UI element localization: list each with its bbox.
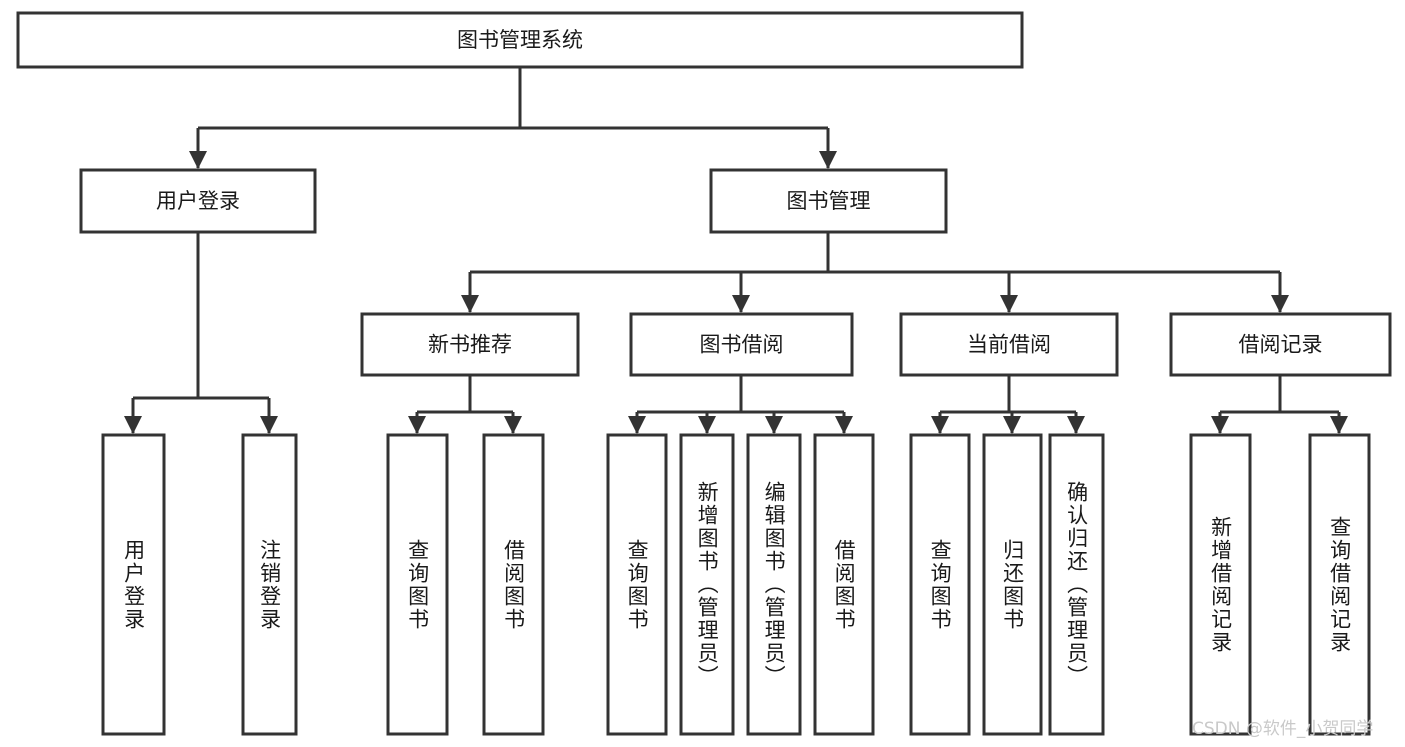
node-leaf-7-借阅图书[interactable] [813,433,875,736]
node-box [982,433,1043,736]
node-box [679,433,735,736]
node-level2-用户登录[interactable] [79,168,317,234]
node-leaf-8-查询图书[interactable] [909,433,971,736]
node-box [629,312,854,377]
node-leaf-9-归还图书[interactable] [982,433,1043,736]
node-label: 当前借阅 [967,333,1051,357]
node-box [101,433,166,736]
node-box [1169,312,1392,377]
node-level3-借阅记录[interactable] [1169,312,1392,377]
node-leaf-10-确认归还管理员[interactable] [1048,433,1105,736]
csdn-watermark: CSDN @软件_小贺同学 [1192,719,1374,739]
arrow-head-icon [260,416,278,434]
node-leaf-2-查询图书[interactable] [386,433,449,736]
node-label: 图书管理 [787,189,871,213]
arrow-head-icon [835,416,853,434]
node-box [1048,433,1105,736]
node-leaf-12-查询借阅记录[interactable] [1308,433,1371,736]
arrow-head-icon [504,416,522,434]
node-level3-新书推荐[interactable] [360,312,580,377]
node-box [241,433,298,736]
node-label: 借阅记录 [1239,333,1323,357]
node-box [899,312,1119,377]
arrow-head-icon [408,416,426,434]
node-leaf-6-编辑图书管理员[interactable] [746,433,802,736]
arrow-head-icon [1271,295,1289,313]
node-box [746,433,802,736]
arrow-head-icon [1330,416,1348,434]
arrow-head-icon [124,416,142,434]
node-box [482,433,545,736]
node-title-图书管理系统[interactable] [16,11,1024,69]
node-leaf-5-新增图书管理员[interactable] [679,433,735,736]
node-level3-图书借阅[interactable] [629,312,854,377]
node-box [386,433,449,736]
arrow-head-icon [628,416,646,434]
node-box [360,312,580,377]
node-leaf-0-用户登录[interactable] [101,433,166,736]
arrow-head-icon [1000,295,1018,313]
node-box [709,168,948,234]
node-box [1189,433,1252,736]
node-leaf-3-借阅图书[interactable] [482,433,545,736]
node-label: 新书推荐 [428,333,512,357]
node-leaf-1-注销登录[interactable] [241,433,298,736]
node-box [79,168,317,234]
node-box [606,433,668,736]
arrow-head-icon [931,416,949,434]
arrow-head-icon [189,151,207,169]
arrow-head-icon [461,295,479,313]
arrow-head-icon [1211,416,1229,434]
arrow-head-icon [1067,416,1085,434]
arrow-head-icon [765,416,783,434]
node-box [16,11,1024,69]
arrow-head-icon [819,151,837,169]
node-level2-图书管理[interactable] [709,168,948,234]
arrow-head-icon [732,295,750,313]
node-leaf-11-新增借阅记录[interactable] [1189,433,1252,736]
node-label: 图书借阅 [700,333,784,357]
arrow-head-icon [1003,416,1021,434]
node-box [813,433,875,736]
node-leaf-4-查询图书[interactable] [606,433,668,736]
node-box [1308,433,1371,736]
node-label: 用户登录 [156,189,240,213]
node-label: 图书管理系统 [457,28,583,52]
connector-layer [124,67,1348,434]
arrow-head-icon [698,416,716,434]
node-box [909,433,971,736]
node-level3-当前借阅[interactable] [899,312,1119,377]
